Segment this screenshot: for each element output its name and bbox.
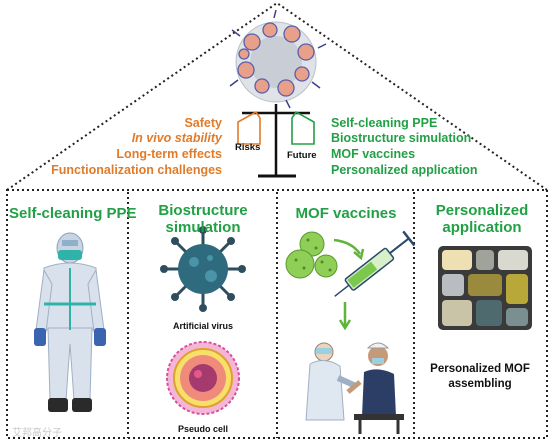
arrow-icon: [333, 238, 365, 331]
future-item-biostructure-simulation: Biostructure simulation: [331, 131, 472, 145]
future-item-self-cleaning-ppe: Self-cleaning PPE: [331, 116, 438, 130]
artificial-virus-icon: [160, 226, 246, 312]
panel-title-mof-vaccines: MOF vaccines: [295, 205, 397, 222]
pseudo-cell-icon: [166, 341, 240, 415]
syringe-icon: [334, 230, 416, 297]
balance-scale-icon: [237, 104, 315, 178]
vaccination-scene-icon: [305, 342, 404, 434]
caption-pseudo-cell: Pseudo cell: [177, 424, 229, 434]
house-outline: [6, 1, 548, 439]
watermark-text: 艾邦高分子: [12, 428, 62, 439]
risk-item-functionalization: Functionalization challenges: [51, 163, 222, 177]
caption-artificial-virus: Artificial virus: [172, 321, 234, 331]
scale-label-risks: Risks: [235, 142, 261, 153]
future-item-personalized-application: Personalized application: [331, 163, 478, 177]
scale-label-future: Future: [287, 150, 317, 161]
mof-assembly-tiles-icon: [438, 246, 532, 330]
mof-particle-icon: [229, 9, 327, 109]
risk-item-in-vivo-stability: In vivo stability: [131, 131, 222, 145]
panel-title-self-cleaning-ppe: Self-cleaning PPE: [9, 205, 137, 222]
ppe-figure-icon: [34, 232, 106, 412]
house-body: [6, 189, 548, 439]
panel-title-biostructure-simulation: Biostructure simulation: [158, 202, 248, 236]
future-item-mof-vaccines: MOF vaccines: [331, 147, 416, 161]
risk-item-long-term-effects: Long-term effects: [116, 147, 222, 161]
caption-personalized-mof-assembling: Personalized MOF assembling: [430, 363, 530, 390]
panel-title-personalized-application: Personalized application: [435, 202, 529, 236]
risk-item-safety: Safety: [184, 116, 222, 130]
mof-vaccine-particles-icon: [285, 231, 338, 279]
